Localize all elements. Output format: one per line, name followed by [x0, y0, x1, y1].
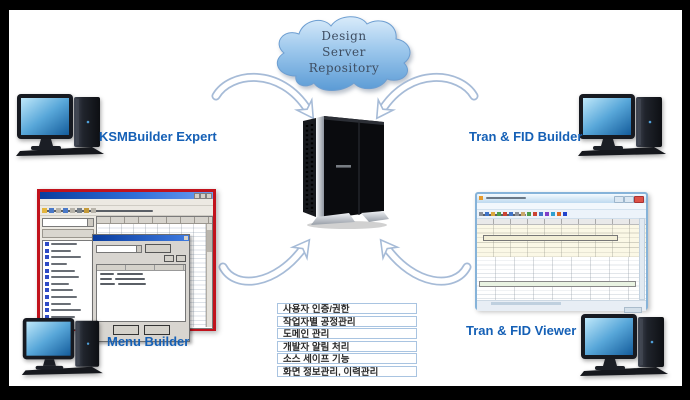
minimize-icon: [614, 196, 624, 203]
close-icon: [206, 193, 212, 199]
cloud-line-2: Server: [322, 45, 366, 59]
dialog-titlebar: [93, 235, 189, 248]
dialog-close-icon: [184, 236, 188, 240]
sync-arrow-bottom-right: [379, 238, 472, 286]
feature-item: 사용자 인증/권한: [277, 303, 417, 314]
feature-item: 개발자 알림 처리: [277, 340, 417, 352]
highlighted-row: [479, 281, 636, 287]
computer-icon-top-right: [576, 92, 676, 158]
viewer-titlebar: [477, 194, 646, 203]
computer-icon-bottom-left: [20, 316, 112, 377]
menu-builder-titlebar: [40, 192, 213, 199]
dialog-search-button: [145, 244, 171, 253]
ok-button: [112, 325, 139, 335]
design-server-repository-cloud: Design Server Repository: [266, 12, 422, 100]
feature-item: 도메인 관리: [277, 328, 417, 339]
label-ksmbuilder-expert: KSMBuilder Expert: [99, 129, 217, 144]
sync-arrow-bottom-left: [218, 238, 311, 286]
dialog-footer-buttons: [93, 325, 189, 335]
viewer-statusbar: [477, 306, 646, 313]
cloud-line-3: Repository: [308, 61, 380, 75]
menu-builder-menubar: [40, 199, 213, 212]
dialog-combo: [96, 244, 142, 253]
menu-tree-list: [42, 240, 94, 330]
label-tran-fid-builder: Tran & FID Builder: [469, 129, 583, 144]
feature-list: 사용자 인증/권한 작업자별 공정관리 도메인 관리 개발자 알림 처리 소스 …: [277, 303, 423, 378]
maximize-icon: [200, 193, 206, 199]
menu-builder-body: [40, 216, 213, 342]
chevron-down-icon: [136, 245, 141, 252]
diagram-canvas: Design Server Repository: [9, 10, 682, 386]
computer-icon-bottom-right: [578, 312, 678, 378]
minimize-icon: [194, 193, 200, 199]
top-grid-header: [477, 219, 646, 225]
cancel-button: [143, 325, 170, 335]
viewer-vertical-scrollbar: [639, 218, 645, 300]
feature-item: 작업자별 공정관리: [277, 315, 417, 327]
close-icon: [634, 196, 644, 203]
cloud-shape: [276, 16, 411, 91]
viewer-horizontal-scrollbar: [477, 300, 646, 306]
label-menu-builder: Menu Builder: [107, 334, 190, 349]
dialog-move-buttons: [93, 253, 189, 262]
selected-row: [483, 235, 618, 241]
tree-button-bar: [42, 229, 94, 238]
viewer-bottom-grid: [477, 257, 646, 300]
viewer-menubar: [477, 203, 646, 216]
sync-arrow-top-left: [211, 73, 315, 120]
tran-fid-viewer-window: [475, 192, 648, 313]
cloud-line-1: Design: [321, 29, 367, 43]
table-vertical-scrollbar: [206, 224, 212, 327]
sync-arrow-top-right: [375, 73, 479, 120]
status-button: [624, 306, 642, 313]
maximize-icon: [624, 196, 634, 203]
app-icon: [479, 196, 483, 200]
menu-builder-window: [37, 189, 216, 342]
computer-icon-top-left: [14, 92, 114, 158]
dialog-list-header: [97, 265, 185, 271]
feature-item: 화면 정보관리, 이력관리: [277, 365, 417, 377]
chevron-down-icon: [87, 219, 93, 226]
menu-edit-dialog: [92, 234, 190, 342]
cloud-title: Design Server Repository: [266, 28, 422, 76]
design-server-tower: [303, 116, 389, 229]
tree-filter-combo: [42, 218, 94, 227]
viewer-toolbar: [477, 210, 646, 219]
viewer-top-grid: [477, 219, 646, 257]
menu-builder-tree-panel: [40, 216, 96, 330]
table-header: [97, 217, 212, 224]
feature-item: 소스 세이프 기능: [277, 353, 417, 364]
server-brand-text: [336, 165, 351, 168]
dialog-item-list: [96, 264, 186, 322]
label-tran-fid-viewer: Tran & FID Viewer: [466, 323, 577, 338]
